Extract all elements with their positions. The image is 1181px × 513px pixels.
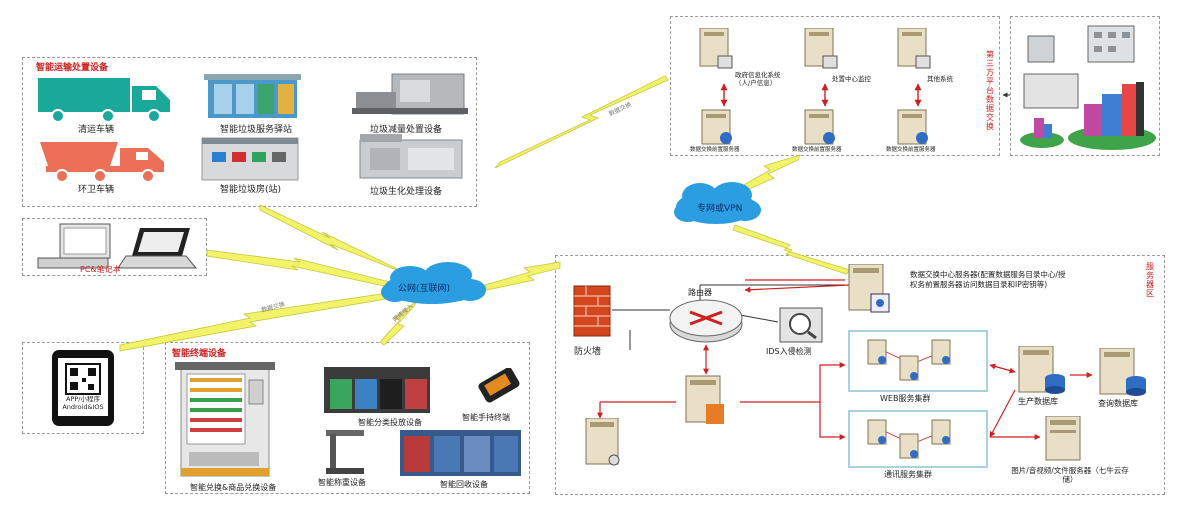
handheld-terminal-icon bbox=[478, 368, 520, 403]
comm-cluster-label: 通讯服务集群 bbox=[884, 470, 932, 479]
bolt-vpn-server bbox=[732, 224, 851, 275]
web-cluster-label: WEB服务集群 bbox=[880, 394, 931, 403]
reduction-equipment-icon bbox=[352, 73, 468, 115]
bolt-thirdparty-vpn bbox=[494, 75, 669, 169]
terminal-item-label: 智能回收设备 bbox=[440, 480, 488, 489]
vpn-cloud bbox=[674, 182, 761, 224]
bolt-transport-internet bbox=[259, 204, 421, 281]
server-icon bbox=[701, 109, 732, 145]
server-icon bbox=[699, 28, 733, 69]
internet-cloud-label: 公网(互联网) bbox=[398, 284, 451, 294]
server-icon bbox=[897, 28, 931, 69]
front-server-label: 数据交换前置服务器 bbox=[886, 147, 936, 153]
garbage-station-icon bbox=[204, 74, 301, 118]
file-server-icon bbox=[1045, 416, 1081, 461]
garbage-truck-icon bbox=[38, 78, 170, 122]
terminal-item-label: 智能称重设备 bbox=[318, 478, 366, 487]
server-zone-vertical-title: 服务器区 bbox=[1146, 262, 1154, 298]
server-icon bbox=[931, 419, 951, 445]
weighing-device-icon bbox=[326, 430, 364, 474]
bolt-internet-server bbox=[484, 261, 561, 291]
front-server-label: 数据交换前置服务器 bbox=[690, 147, 740, 153]
third-party-vertical-title: 第三方平台数据交换 bbox=[986, 50, 994, 131]
core-switch-server-icon bbox=[685, 375, 724, 424]
transport-item-label: 垃圾生化处理设备 bbox=[370, 187, 443, 197]
exchange-center-server-icon bbox=[848, 264, 890, 313]
server-icon bbox=[867, 419, 887, 445]
biochemical-equipment-icon bbox=[359, 134, 463, 179]
server-icon bbox=[931, 339, 951, 365]
third-party-servers bbox=[699, 28, 931, 145]
server-icon bbox=[867, 339, 887, 365]
terminal-item-label: 智能分类投放设备 bbox=[358, 418, 422, 427]
server-icon bbox=[804, 28, 838, 69]
server-icon bbox=[804, 109, 835, 145]
sanitation-truck-icon bbox=[40, 142, 164, 182]
front-server-label: 数据交换前置服务器 bbox=[792, 147, 842, 153]
query-db-label: 查询数据库 bbox=[1098, 399, 1138, 408]
transport-item-label: 垃圾减量处置设备 bbox=[370, 125, 443, 135]
router-icon bbox=[669, 299, 743, 343]
server-icon bbox=[899, 433, 919, 459]
server-icon bbox=[585, 418, 620, 466]
query-db-icon bbox=[1099, 348, 1146, 396]
transport-item-label: 环卫车辆 bbox=[78, 185, 115, 195]
terminal-item-label: 智能手持终端 bbox=[462, 413, 510, 422]
web-cluster-servers bbox=[867, 339, 951, 381]
transport-group-title: 智能运输处置设备 bbox=[36, 63, 109, 73]
bolt-mobile-internet bbox=[119, 291, 396, 352]
internet-cloud bbox=[381, 262, 486, 304]
third-party-system-label: 政府信息化系统（人/户信息） bbox=[735, 71, 781, 87]
garbage-room-icon bbox=[201, 137, 299, 181]
production-db-icon bbox=[1018, 346, 1065, 394]
production-db-label: 生产数据库 bbox=[1018, 397, 1058, 406]
terminal-group-title: 智能终端设备 bbox=[172, 349, 227, 359]
router-label: 路由器 bbox=[688, 288, 712, 297]
vending-machine-icon bbox=[175, 362, 275, 477]
lightning-links bbox=[119, 75, 851, 352]
ids-icon bbox=[779, 307, 823, 343]
exchange-center-server-label: 数据交换中心服务器(配置数据服务目录中心/授权务前置服务器访问数据目录和IP密钥… bbox=[910, 270, 1066, 289]
mobile-label: APP/小程序 Android&IOS bbox=[62, 395, 104, 411]
link-label-3: 网络接入 bbox=[391, 302, 415, 324]
pc-laptop-icon bbox=[37, 223, 198, 269]
file-server-label: 图片/音视频/文件服务器（七牛云存储） bbox=[1011, 466, 1129, 484]
comm-cluster-servers bbox=[867, 419, 951, 459]
firewall-label: 防火墙 bbox=[574, 347, 602, 357]
third-party-system-label: 处置中心监控 bbox=[832, 75, 871, 83]
recycling-machine-icon bbox=[400, 430, 521, 476]
mobile-phone-icon bbox=[52, 350, 114, 426]
vpn-cloud-label: 专网或VPN bbox=[697, 204, 743, 214]
pc-label: PC&笔记本 bbox=[80, 265, 121, 274]
transport-item-label: 智能垃圾服务驿站 bbox=[220, 125, 293, 135]
classification-bin-icon bbox=[324, 367, 430, 413]
server-icon bbox=[897, 109, 928, 145]
ids-label: IDS入侵检测 bbox=[766, 347, 812, 356]
transport-item-label: 智能垃圾房(站) bbox=[220, 185, 282, 195]
firewall-icon bbox=[573, 285, 611, 337]
third-party-system-label: 其他系统 bbox=[927, 75, 953, 83]
transport-item-label: 清运车辆 bbox=[78, 125, 115, 135]
bolt-vpn-thirdparty bbox=[734, 154, 801, 195]
terminal-item-label: 智能兑换&商品兑换设备 bbox=[190, 483, 277, 492]
bolt-terminal-internet bbox=[379, 299, 419, 346]
buildings-icon bbox=[1020, 25, 1156, 150]
server-icon bbox=[899, 355, 919, 381]
